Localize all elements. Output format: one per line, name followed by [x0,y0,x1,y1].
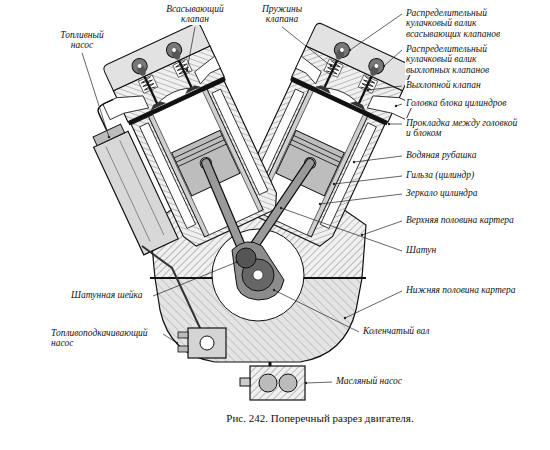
leader-dot [176,342,178,344]
part-label: Всасывающий клапан [160,4,230,25]
leader-dot [186,69,188,71]
leader-dot [319,203,321,205]
leader-line [153,262,237,296]
part-label: Верхняя половина картера [405,215,525,225]
leader-line [281,208,402,251]
leader-dot [273,289,275,291]
part-label: Головка блока цилиндров [405,98,525,108]
leader-dot [361,234,363,236]
part-label: Шатун [405,245,525,255]
leader-dot [330,65,332,67]
part-label: Шатунная шейка [70,290,150,300]
leader-line [368,86,402,90]
oil-pump [240,362,305,400]
leader-dot [344,317,346,319]
part-label: Масляный насос [335,376,425,386]
leader-dot [333,183,335,185]
leader-dot [395,105,397,107]
part-label: Нижняя половина картера [405,285,525,295]
leader-line [163,334,177,343]
leader-dot [353,161,355,163]
leader-dot [367,89,369,91]
leader-line [282,27,331,66]
leader-line [82,53,109,137]
part-label: Распределительный кулачковый валик всасы… [405,8,505,39]
leader-line [350,14,402,50]
leader-dot [305,382,307,384]
leader-line [384,50,402,66]
part-label: Водяная рубашка [405,150,525,160]
leader-dot [280,207,282,209]
leader-line [306,382,332,383]
leader-line [274,290,359,332]
leader-dot [383,65,385,67]
part-label: Коленчатый вал [362,326,452,336]
leader-line [334,176,402,184]
part-label: Распределительный кулачковый валик выхло… [405,44,505,75]
leader-dot [388,123,390,125]
part-label: Прокладка между головкой и блоком [405,118,525,139]
part-label: Зеркало цилиндра [405,188,525,198]
part-label: Топливный насос [50,30,114,51]
lower-crankcase [150,229,366,362]
cylinder-banks [88,22,427,257]
part-label: Выхлопной клапан [405,80,525,90]
leader-line [362,221,402,235]
part-label: Топливоподкачивающий насос [50,328,160,349]
leader-line [389,124,402,125]
figure-caption: Рис. 242. Поперечный разрез двигателя. [170,412,470,424]
leader-line [345,291,402,318]
leader-line [187,27,195,70]
leader-dot [236,261,238,263]
part-label: Пружины клапана [252,4,312,25]
leader-dot [349,49,351,51]
part-label: Гильза (цилиндр) [405,170,525,180]
leader-line [354,156,402,162]
fuel-pump [79,99,178,255]
leader-dot [108,136,110,138]
leader-line [320,194,402,204]
